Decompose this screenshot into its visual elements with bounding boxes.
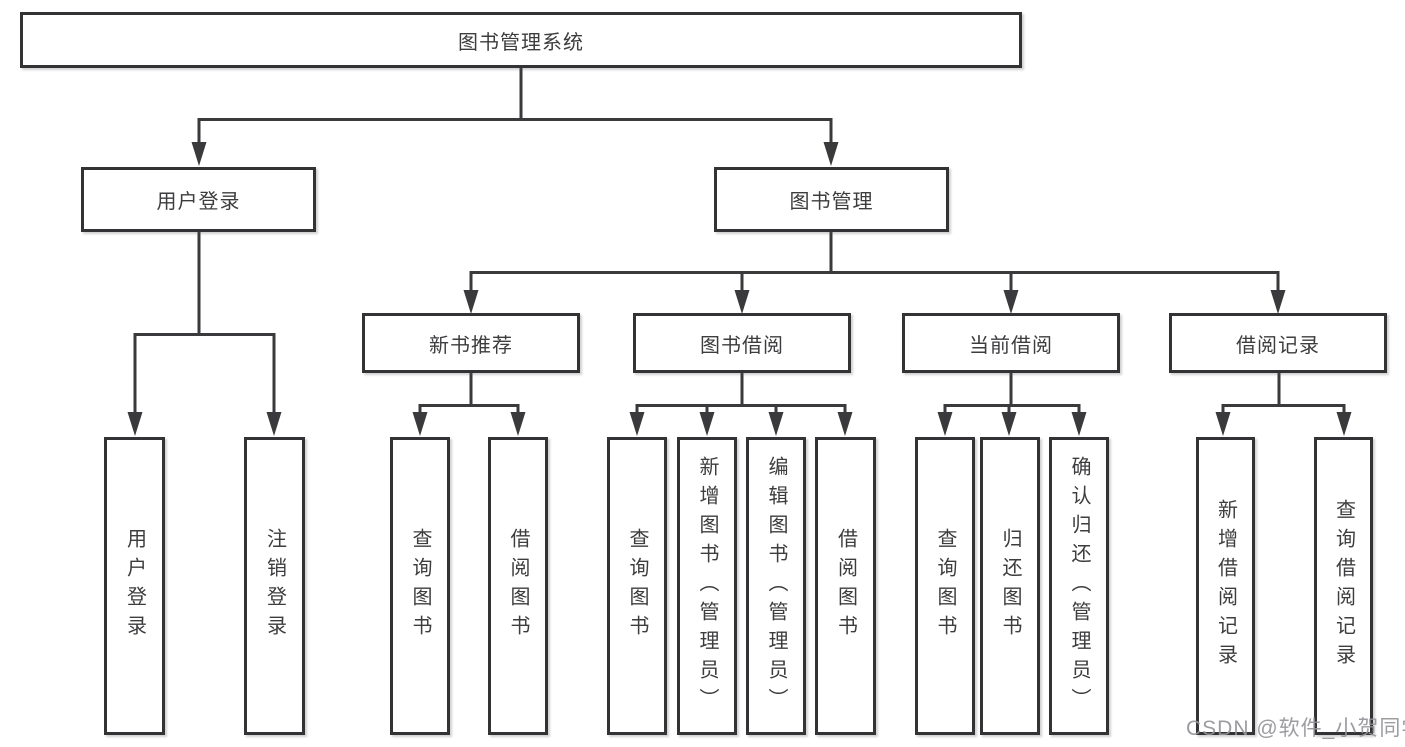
node-borrowing-records: 借阅记录 <box>1169 313 1387 373</box>
leaf-edit-books-admin-label: 编辑图书（管理员） <box>765 455 787 717</box>
leaf-logout-label: 注销登录 <box>263 528 286 644</box>
connector-lines <box>133 67 1346 416</box>
leaf-borrow-books-1-label: 借阅图书 <box>507 528 529 644</box>
node-borrowing-records-label: 借阅记录 <box>1236 334 1320 357</box>
leaf-query-borrow-record-label: 查询借阅记录 <box>1332 499 1355 673</box>
leaf-query-books-2: 查询图书 <box>607 437 667 735</box>
leaf-query-books-3-label: 查询图书 <box>934 528 956 644</box>
leaf-borrow-books-2-label: 借阅图书 <box>834 528 857 644</box>
leaf-edit-books-admin: 编辑图书（管理员） <box>746 437 806 735</box>
leaf-query-books-3: 查询图书 <box>915 437 975 735</box>
leaf-return-books: 归还图书 <box>980 437 1040 735</box>
leaf-query-borrow-record: 查询借阅记录 <box>1314 437 1373 735</box>
node-book-borrowing-label: 图书借阅 <box>700 334 784 357</box>
node-root-label: 图书管理系统 <box>458 31 584 54</box>
leaf-logout: 注销登录 <box>244 437 305 735</box>
arrowheads <box>127 142 1352 436</box>
leaf-user-login-label: 用户登录 <box>123 528 146 644</box>
leaf-confirm-return-admin: 确认归还（管理员） <box>1049 437 1109 735</box>
leaf-add-borrow-record-label: 新增借阅记录 <box>1214 499 1237 673</box>
leaf-confirm-return-admin-label: 确认归还（管理员） <box>1068 455 1090 717</box>
node-book-management-label: 图书管理 <box>789 191 874 213</box>
leaf-add-books-admin-label: 新增图书（管理员） <box>696 455 718 717</box>
csdn-watermark: CSDN @软件_小贺同学 <box>1186 717 1405 740</box>
node-root: 图书管理系统 <box>20 12 1022 68</box>
leaf-borrow-books-2: 借阅图书 <box>815 437 876 735</box>
leaf-borrow-books-1: 借阅图书 <box>488 437 548 735</box>
leaf-return-books-label: 归还图书 <box>999 528 1021 644</box>
node-current-borrowing-label: 当前借阅 <box>969 334 1053 357</box>
leaf-query-books-1-label: 查询图书 <box>409 528 431 644</box>
node-current-borrowing: 当前借阅 <box>902 313 1120 373</box>
leaf-query-books-2-label: 查询图书 <box>626 528 648 644</box>
node-user-login: 用户登录 <box>81 167 316 232</box>
node-user-login-label: 用户登录 <box>156 191 241 213</box>
node-book-borrowing: 图书借阅 <box>633 313 851 373</box>
leaf-add-borrow-record: 新增借阅记录 <box>1196 437 1255 735</box>
leaf-user-login: 用户登录 <box>104 437 165 735</box>
node-book-management: 图书管理 <box>714 167 949 232</box>
leaf-query-books-1: 查询图书 <box>390 437 450 735</box>
leaf-add-books-admin: 新增图书（管理员） <box>677 437 737 735</box>
node-new-book-recommend-label: 新书推荐 <box>429 334 513 357</box>
node-new-book-recommend: 新书推荐 <box>362 313 580 373</box>
